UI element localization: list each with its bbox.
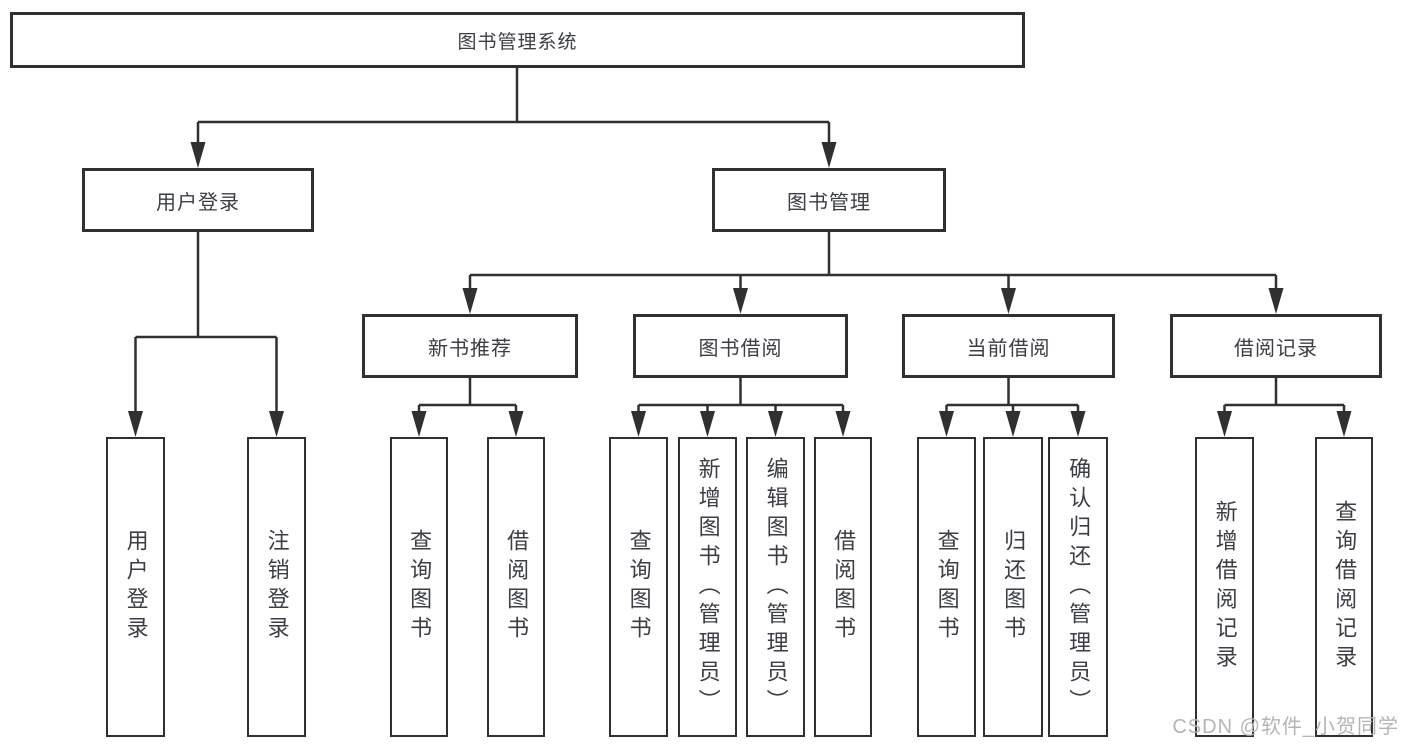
leaf-query-books-newbooks-label: 查询图书 [407, 529, 433, 645]
connector-user-login-to-leaves [128, 230, 284, 437]
leaf-add-borrow-record-label: 新增借阅记录 [1212, 500, 1238, 674]
leaf-borrow-books-newbooks-label: 借阅图书 [504, 529, 530, 645]
leaf-confirm-return-admin: 确认归还（管理员） [1048, 437, 1108, 737]
csdn-watermark: CSDN @软件_小贺同学 [1172, 716, 1399, 738]
leaf-query-books-borrow-label: 查询图书 [626, 529, 652, 645]
node-new-book-recommend: 新书推荐 [362, 314, 578, 378]
node-new-book-recommend-label: 新书推荐 [428, 337, 512, 360]
connector-root-to-level2 [190, 66, 837, 168]
leaf-borrow-books-borrow: 借阅图书 [814, 437, 872, 737]
leaf-query-borrow-record: 查询借阅记录 [1315, 437, 1373, 737]
connector-book-borrow-to-leaves [631, 376, 851, 437]
leaf-return-book: 归还图书 [983, 437, 1043, 737]
leaf-logout-label: 注销登录 [264, 529, 290, 645]
leaf-add-borrow-record: 新增借阅记录 [1195, 437, 1254, 737]
leaf-query-books-current: 查询图书 [917, 437, 976, 737]
leaf-return-book-label: 归还图书 [1001, 529, 1027, 645]
leaf-query-books-newbooks: 查询图书 [390, 437, 448, 737]
node-book-management-label: 图书管理 [787, 191, 871, 214]
leaf-edit-book-admin-label: 编辑图书（管理员） [763, 456, 789, 718]
connector-borrow-records-to-leaves [1217, 376, 1352, 437]
node-borrow-records: 借阅记录 [1170, 314, 1382, 378]
leaf-add-book-admin-label: 新增图书（管理员） [695, 456, 721, 718]
node-user-login-label: 用户登录 [156, 191, 240, 214]
node-current-borrow-label: 当前借阅 [966, 337, 1051, 360]
connector-current-borrow-to-leaves [939, 376, 1086, 437]
node-book-borrow-label: 图书借阅 [698, 337, 783, 360]
connector-book-mgmt-to-level3 [462, 230, 1284, 314]
leaf-edit-book-admin: 编辑图书（管理员） [746, 437, 805, 737]
node-book-borrow: 图书借阅 [633, 314, 848, 378]
leaf-borrow-books-borrow-label: 借阅图书 [831, 529, 857, 645]
leaf-borrow-books-newbooks: 借阅图书 [487, 437, 545, 737]
node-root: 图书管理系统 [10, 12, 1025, 68]
leaf-confirm-return-admin-label: 确认归还（管理员） [1066, 456, 1092, 718]
connector-new-books-to-leaves [411, 376, 524, 437]
leaf-logout: 注销登录 [247, 437, 306, 737]
node-root-label: 图书管理系统 [457, 31, 578, 53]
leaf-user-login-label: 用户登录 [123, 529, 149, 645]
node-book-management: 图书管理 [712, 168, 946, 232]
leaf-query-books-borrow: 查询图书 [609, 437, 668, 737]
leaf-query-books-current-label: 查询图书 [934, 529, 960, 645]
node-borrow-records-label: 借阅记录 [1234, 337, 1318, 360]
leaf-query-borrow-record-label: 查询借阅记录 [1332, 500, 1358, 674]
leaf-user-login: 用户登录 [106, 437, 165, 737]
leaf-add-book-admin: 新增图书（管理员） [678, 437, 737, 737]
node-user-login: 用户登录 [82, 168, 314, 232]
node-current-borrow: 当前借阅 [902, 314, 1115, 378]
